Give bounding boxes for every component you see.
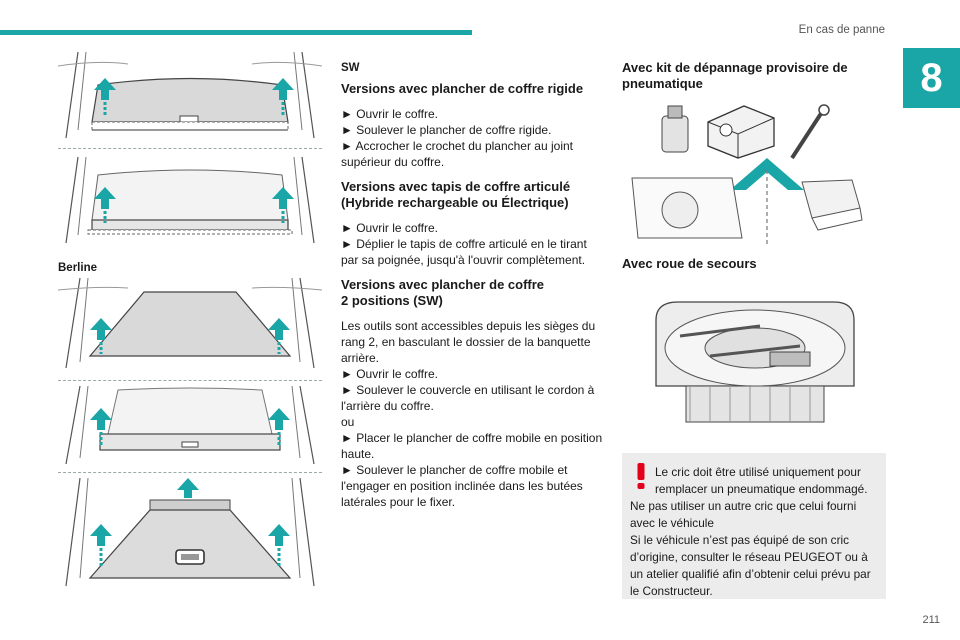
trunk-illustration-sw-rigid (58, 50, 322, 140)
or-text: ou (341, 415, 355, 429)
step-item: ► Soulever le plancher de coffre rigide. (341, 123, 552, 137)
step-item: ► Ouvrir le coffre. (341, 221, 439, 235)
repair-kit-illustration (631, 104, 863, 245)
heading-spare-wheel: Avec roue de secours (622, 256, 757, 271)
header-accent-bar (0, 30, 472, 35)
step-item: ► Accrocher le crochet du plancher au jo… (341, 139, 574, 169)
intro-paragraph: Les outils sont accessibles depuis les s… (341, 319, 596, 365)
step-item: ► Placer le plancher de coffre mobile en… (341, 431, 603, 461)
illustration-separator (58, 380, 322, 381)
spare-wheel-illustration (655, 301, 855, 423)
trunk-illustration-berline-2 (65, 386, 315, 465)
step-item: ► Ouvrir le coffre. (341, 367, 439, 381)
sw-label: SW (341, 62, 360, 74)
instructions-column: SW Versions avec plancher de coffre rigi… (341, 60, 603, 510)
heading-line: Versions avec plancher de coffre (341, 277, 545, 292)
step-item: ► Déplier le tapis de coffre articulé en… (341, 237, 587, 267)
heading-line: Versions avec tapis de coffre articulé (341, 179, 571, 194)
heading-repair-kit: Avec kit de dépannage provisoire de pneu… (622, 60, 887, 92)
step-item: ► Soulever le couvercle en utilisant le … (341, 383, 595, 413)
tools-column: Avec kit de dépannage provisoire de pneu… (622, 60, 887, 92)
warning-paragraph: Ne pas utiliser un autre cric que celui … (630, 499, 871, 598)
heading-line: pneumatique (622, 76, 703, 91)
step-item: ► Ouvrir le coffre. (341, 107, 439, 121)
warning-box (622, 453, 886, 599)
trunk-illustration-berline-1 (58, 278, 322, 369)
chapter-number-tab: 8 (903, 48, 960, 108)
heading-two-position-floor: Versions avec plancher de coffre 2 posit… (341, 277, 603, 309)
heading-line: Avec kit de dépannage provisoire de (622, 60, 848, 75)
berline-label: Berline (58, 262, 97, 274)
trunk-illustration-berline-3 (65, 478, 315, 587)
illustration-separator (58, 148, 322, 149)
heading-line: (Hybride rechargeable ou Électrique) (341, 195, 569, 210)
trunk-illustration-sw-articulated (65, 156, 315, 244)
step-item: ► Soulever le plancher de coffre mobile … (341, 463, 583, 509)
spare-wheel-heading-wrap: Avec roue de secours (622, 256, 887, 272)
warning-text: Le cric doit être utilisé uniquement pou… (630, 464, 880, 600)
illustration-separator (58, 472, 322, 473)
warning-line: Le cric doit être utilisé uniquement pou… (655, 465, 861, 479)
page-number: 211 (922, 614, 940, 626)
heading-rigid-floor: Versions avec plancher de coffre rigide (341, 81, 584, 96)
heading-articulated-mat: Versions avec tapis de coffre articulé (… (341, 179, 603, 211)
section-title: En cas de panne (798, 24, 885, 36)
warning-icon (637, 463, 645, 489)
heading-line: 2 positions (SW) (341, 293, 443, 308)
warning-line: remplacer un pneumatique endommagé. (655, 482, 868, 496)
